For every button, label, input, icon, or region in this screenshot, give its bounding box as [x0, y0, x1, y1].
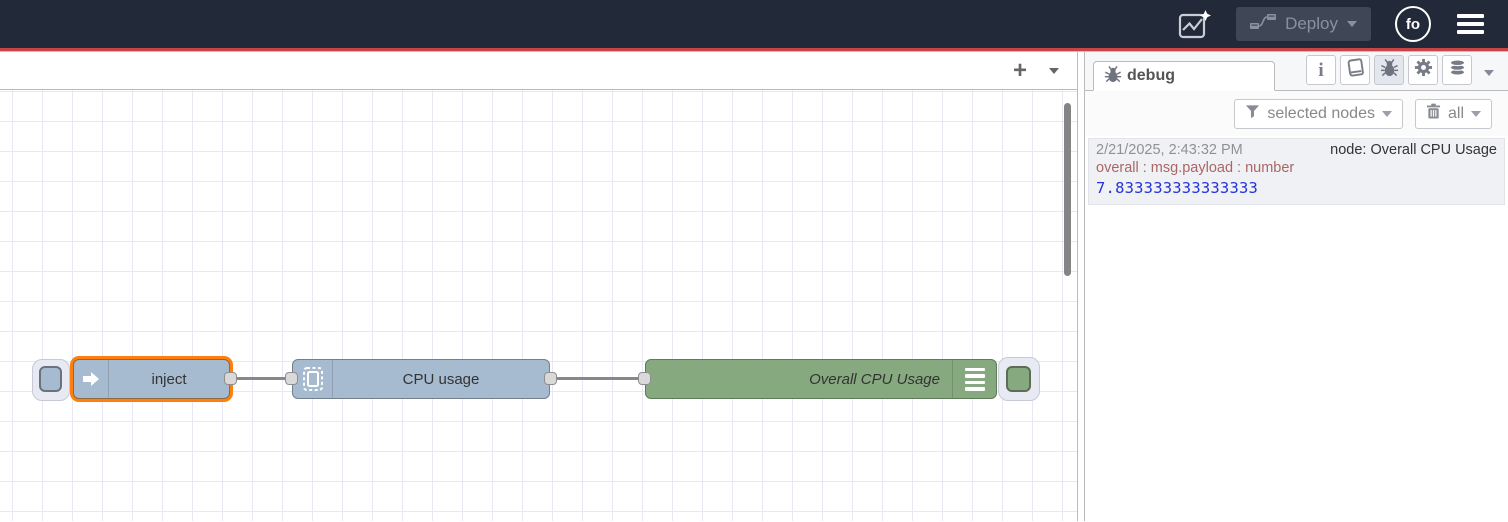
tab-debug-label: debug	[1127, 67, 1175, 84]
tab-context-data-button[interactable]	[1442, 55, 1472, 85]
wire-cpu-to-debug[interactable]	[557, 377, 642, 380]
wire-inject-to-cpu[interactable]	[237, 377, 289, 380]
debug-clear-button[interactable]: all	[1414, 98, 1492, 129]
debug-message[interactable]: 2/21/2025, 2:43:32 PM node: Overall CPU …	[1088, 138, 1505, 205]
debug-filter-label: selected nodes	[1267, 104, 1375, 122]
sidebar-splitter[interactable]	[1077, 52, 1085, 521]
debug-clear-caret	[1471, 110, 1481, 117]
tab-config-nodes-button[interactable]	[1408, 55, 1438, 85]
deploy-icon	[1250, 14, 1277, 34]
inject-trigger-button[interactable]	[32, 359, 70, 401]
node-cpu-usage[interactable]: CPU usage	[292, 359, 550, 399]
tab-debug-messages-button[interactable]	[1374, 55, 1404, 85]
cpu-chip-icon	[293, 360, 333, 398]
deploy-label: Deploy	[1285, 14, 1338, 33]
user-avatar[interactable]: fo	[1395, 6, 1431, 42]
bug-icon	[1380, 58, 1399, 82]
info-icon: i	[1318, 59, 1324, 81]
debug-message-list[interactable]: 2/21/2025, 2:43:32 PM node: Overall CPU …	[1085, 136, 1508, 521]
sidebar-tab-buttons: i	[1306, 55, 1472, 85]
filter-funnel-icon	[1245, 104, 1260, 124]
canvas-vertical-scrollbar[interactable]	[1064, 103, 1071, 276]
tab-info-button[interactable]: i	[1306, 55, 1336, 85]
port-cpu-input[interactable]	[285, 372, 298, 385]
main-menu-icon[interactable]	[1455, 10, 1486, 38]
debug-filter-caret	[1381, 110, 1392, 117]
gear-icon	[1414, 58, 1433, 82]
trash-icon	[1426, 103, 1441, 124]
debug-message-value[interactable]: 7.833333333333333	[1096, 179, 1259, 197]
debug-sidebar: debug i	[1085, 52, 1508, 521]
tab-help-button[interactable]	[1340, 55, 1370, 85]
workspace-column: + inject	[0, 52, 1077, 521]
deploy-button[interactable]: Deploy	[1236, 7, 1371, 41]
debug-message-timestamp: 2/21/2025, 2:43:32 PM	[1096, 142, 1243, 158]
inject-trigger-inner[interactable]	[39, 366, 62, 392]
flow-assistant-icon[interactable]	[1178, 9, 1212, 40]
inject-arrow-icon	[74, 360, 109, 398]
sidebar-tab-row: debug i	[1085, 52, 1508, 91]
flow-tabbar: +	[0, 52, 1077, 90]
flow-list-caret[interactable]	[1049, 67, 1059, 74]
flow-canvas[interactable]: inject CPU usage Overall CPU Usage	[0, 90, 1077, 521]
node-overall-cpu-usage-label: Overall CPU Usage	[809, 370, 940, 388]
port-debug-input[interactable]	[638, 372, 651, 385]
port-cpu-output[interactable]	[544, 372, 557, 385]
node-cpu-usage-label: CPU usage	[402, 370, 480, 388]
bug-icon	[1104, 65, 1122, 88]
book-icon	[1346, 58, 1365, 82]
debug-message-meta: 2/21/2025, 2:43:32 PM node: Overall CPU …	[1096, 142, 1497, 158]
debug-message-source-node: node: Overall CPU Usage	[1330, 142, 1497, 158]
node-inject[interactable]: inject	[73, 359, 230, 399]
debug-toggle-inner[interactable]	[1006, 366, 1031, 392]
debug-filter-button[interactable]: selected nodes	[1234, 98, 1403, 129]
debug-toolbar: selected nodes al	[1085, 91, 1508, 136]
port-inject-output[interactable]	[224, 372, 237, 385]
deploy-dropdown-caret[interactable]	[1347, 21, 1357, 27]
debug-toggle-button[interactable]	[998, 357, 1040, 401]
database-icon	[1448, 58, 1467, 82]
header-accent-line	[0, 48, 1508, 51]
debug-clear-label: all	[1447, 104, 1464, 122]
debug-output-icon	[952, 360, 996, 398]
node-overall-cpu-usage[interactable]: Overall CPU Usage	[645, 359, 997, 399]
header-bar: Deploy fo	[0, 0, 1508, 48]
main-area: + inject	[0, 51, 1508, 521]
sidebar-tabs-caret[interactable]	[1484, 70, 1494, 76]
node-inject-label: inject	[151, 370, 187, 388]
debug-message-property[interactable]: overall : msg.payload : number	[1096, 160, 1295, 176]
tab-debug[interactable]: debug	[1093, 61, 1275, 91]
add-flow-button[interactable]: +	[1012, 56, 1027, 84]
